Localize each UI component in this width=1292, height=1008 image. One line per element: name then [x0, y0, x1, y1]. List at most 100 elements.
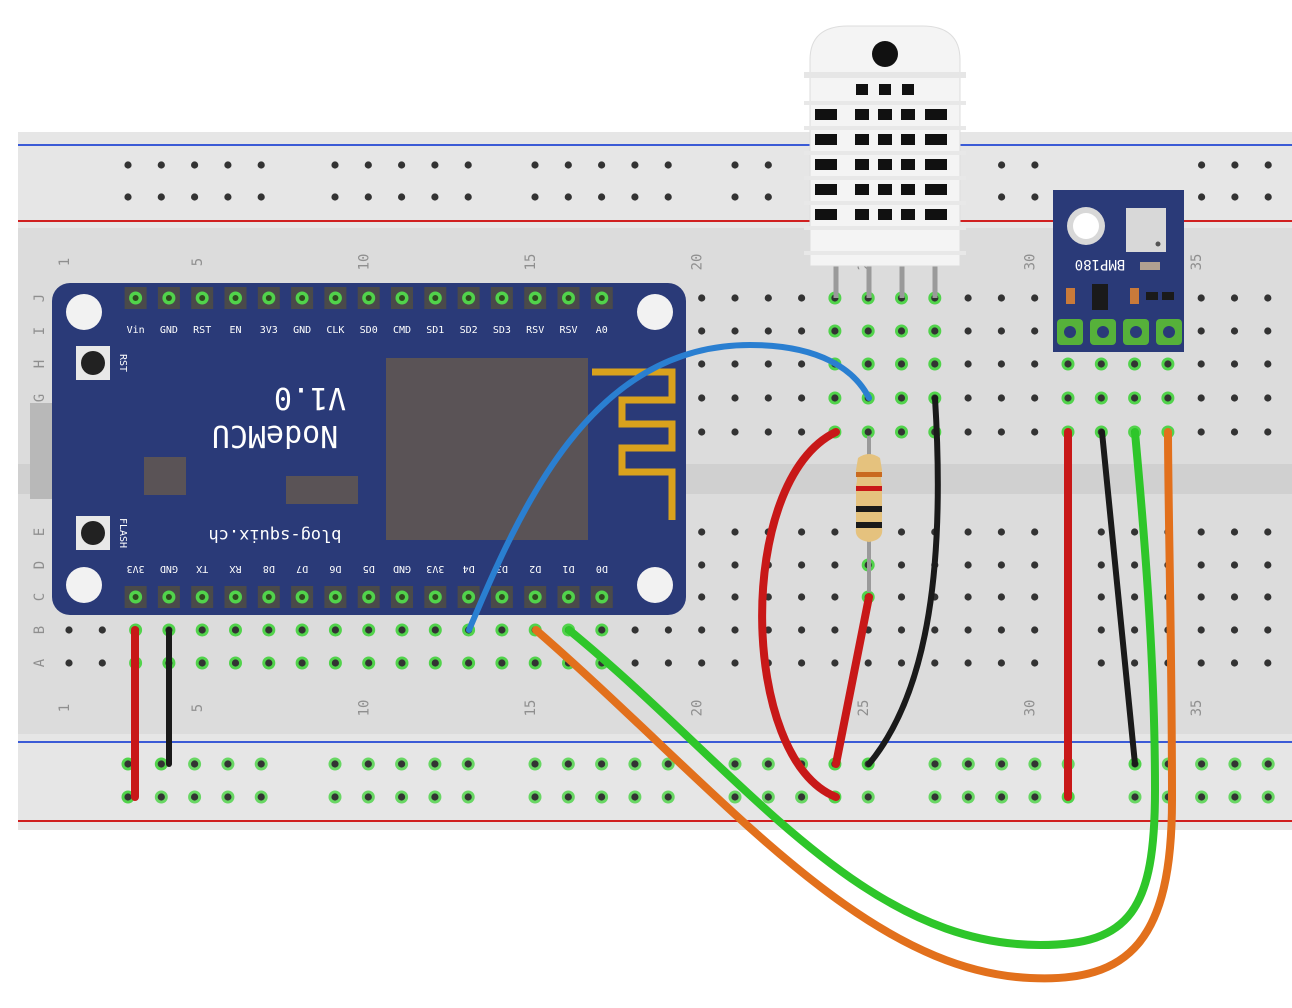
- bmp180-part: [1146, 292, 1158, 300]
- rail-hole: [731, 793, 739, 801]
- nodemcu-pin-hole: [332, 295, 339, 301]
- breadboard-hole: [831, 561, 839, 569]
- breadboard-hole: [698, 327, 706, 335]
- row-letter: J: [32, 294, 48, 302]
- rail-hole: [191, 760, 199, 768]
- nodemcu-pin-hole: [365, 594, 372, 600]
- breadboard-hole: [1031, 394, 1039, 402]
- nodemcu-pin-label-top: RST: [193, 325, 211, 336]
- bmp180-pin-pads: [1057, 319, 1182, 345]
- rail-hole: [564, 793, 572, 801]
- dht22-sensor: [804, 25, 966, 298]
- rail-hole: [631, 193, 639, 201]
- rail-hole: [764, 793, 772, 801]
- breadboard-hole: [1031, 626, 1039, 634]
- breadboard-hole: [1031, 428, 1039, 436]
- rail-hole: [157, 161, 165, 169]
- bmp180-label: BMP180: [1075, 256, 1126, 272]
- column-number-top: 30: [1023, 254, 1039, 271]
- bmp180-pad-hole: [1130, 326, 1142, 338]
- rail-hole: [1031, 793, 1039, 801]
- rail-hole: [998, 193, 1006, 201]
- breadboard-hole: [731, 294, 739, 302]
- column-number-top: 10: [357, 254, 373, 271]
- breadboard-hole: [798, 659, 806, 667]
- breadboard-hole: [1197, 428, 1205, 436]
- column-number-bottom: 30: [1023, 700, 1039, 717]
- breadboard-hole: [764, 428, 772, 436]
- dht22-rib: [804, 176, 966, 180]
- dht22-hole: [872, 41, 898, 67]
- breadboard-hole: [964, 593, 972, 601]
- bmp180-module: BMP180: [1053, 190, 1184, 352]
- nodemcu-pin-label-bottom: D3: [496, 563, 508, 574]
- rail-hole: [224, 793, 232, 801]
- rail-hole: [731, 760, 739, 768]
- breadboard-hole: [398, 626, 406, 634]
- breadboard-hole: [265, 659, 273, 667]
- dht22-rib: [804, 101, 966, 105]
- rail-hole: [124, 193, 132, 201]
- rail-hole: [1198, 193, 1206, 201]
- nodemcu-pin-hole: [399, 594, 405, 600]
- dht22-grille-slot: [855, 134, 869, 145]
- dht22-grille-slot: [855, 109, 869, 120]
- rail-hole: [157, 193, 165, 201]
- resistor-body: [855, 454, 883, 542]
- row-letter: A: [32, 658, 48, 667]
- breadboard-hole: [1131, 593, 1139, 601]
- breadboard-hole: [964, 394, 972, 402]
- breadboard-hole: [431, 626, 439, 634]
- column-number-top: 20: [690, 254, 706, 271]
- rail-hole: [464, 193, 472, 201]
- breadboard-hole: [265, 626, 273, 634]
- breadboard-hole: [1131, 561, 1139, 569]
- rail-hole: [1264, 161, 1272, 169]
- column-number-bottom: 20: [690, 700, 706, 717]
- breadboard-hole: [1230, 360, 1239, 368]
- rail-hole: [631, 793, 639, 801]
- rail-hole: [464, 760, 472, 768]
- breadboard-hole: [698, 593, 706, 601]
- breadboard-hole: [398, 659, 406, 667]
- nodemcu-title: NodeMCU: [212, 418, 338, 453]
- rail-hole: [798, 793, 806, 801]
- rail-hole: [664, 760, 672, 768]
- breadboard-hole: [1230, 626, 1239, 634]
- rail-hole: [964, 793, 972, 801]
- breadboard-hole: [1264, 626, 1272, 634]
- nodemcu-pin-hole: [232, 295, 239, 301]
- dht22-grille-slot: [815, 184, 837, 195]
- breadboard-hole: [731, 626, 739, 634]
- breadboard-hole: [1097, 528, 1105, 536]
- rail-hole: [531, 161, 539, 169]
- rail-hole: [398, 760, 406, 768]
- breadboard-hole: [698, 626, 706, 634]
- breadboard-hole: [1031, 327, 1039, 335]
- breadboard-hole: [1264, 428, 1272, 436]
- rail-hole: [1031, 193, 1039, 201]
- usb-chip: [144, 457, 186, 495]
- rail-hole: [157, 760, 165, 768]
- nodemcu-pin-label-bottom: D1: [562, 563, 574, 574]
- rail-hole: [564, 161, 572, 169]
- breadboard-hole: [1097, 360, 1105, 368]
- breadboard-hole: [964, 294, 972, 302]
- nodemcu-pin-hole: [465, 594, 472, 600]
- dht22-grille-slot: [925, 209, 947, 220]
- breadboard-hole: [1131, 659, 1139, 667]
- column-number-bottom: 1: [57, 704, 73, 712]
- bmp180-part: [1140, 262, 1160, 270]
- breadboard-hole: [231, 626, 240, 634]
- rail-hole: [364, 793, 372, 801]
- nodemcu-pin-label-bottom: 3V3: [127, 563, 145, 574]
- rail-hole: [998, 760, 1006, 768]
- nodemcu-pin-label-bottom: D6: [329, 563, 341, 574]
- breadboard-hole: [498, 626, 506, 634]
- rail-hole: [864, 793, 872, 801]
- breadboard-hole: [831, 327, 839, 335]
- rail-hole: [331, 193, 339, 201]
- rail-hole: [1264, 193, 1272, 201]
- dht22-grille-slot: [925, 184, 947, 195]
- flash-button-cap: [81, 521, 105, 545]
